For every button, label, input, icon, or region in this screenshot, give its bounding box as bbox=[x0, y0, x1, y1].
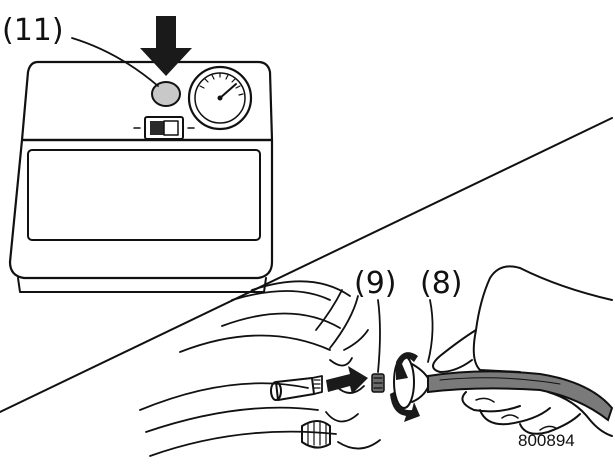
callout-valve-core-label: (9) bbox=[354, 266, 397, 301]
pressure-gauge-icon bbox=[187, 65, 253, 131]
hand-outline bbox=[432, 265, 613, 437]
leader-line-valve-core bbox=[377, 299, 381, 373]
valve-cap bbox=[301, 420, 331, 449]
power-switch bbox=[133, 116, 195, 140]
valve-stem bbox=[270, 375, 323, 401]
compressor-unit bbox=[8, 16, 274, 293]
callout-hose-label: (8) bbox=[420, 266, 463, 301]
callout-button-label: (11) bbox=[2, 13, 64, 48]
leader-line-hose bbox=[427, 299, 434, 363]
valve-core bbox=[371, 373, 385, 393]
tire-valve-scene bbox=[139, 265, 614, 457]
rotate-arrow-icon bbox=[396, 352, 418, 380]
front-label-panel bbox=[27, 149, 261, 241]
arrow-down-icon bbox=[140, 16, 192, 76]
release-button bbox=[151, 81, 181, 107]
figure-code: 800894 bbox=[518, 431, 575, 450]
hose-fitting bbox=[390, 352, 431, 422]
panel-divider-line bbox=[0, 117, 613, 413]
tire-sidewall-lines bbox=[139, 280, 381, 457]
arrow-right-icon bbox=[326, 366, 368, 394]
